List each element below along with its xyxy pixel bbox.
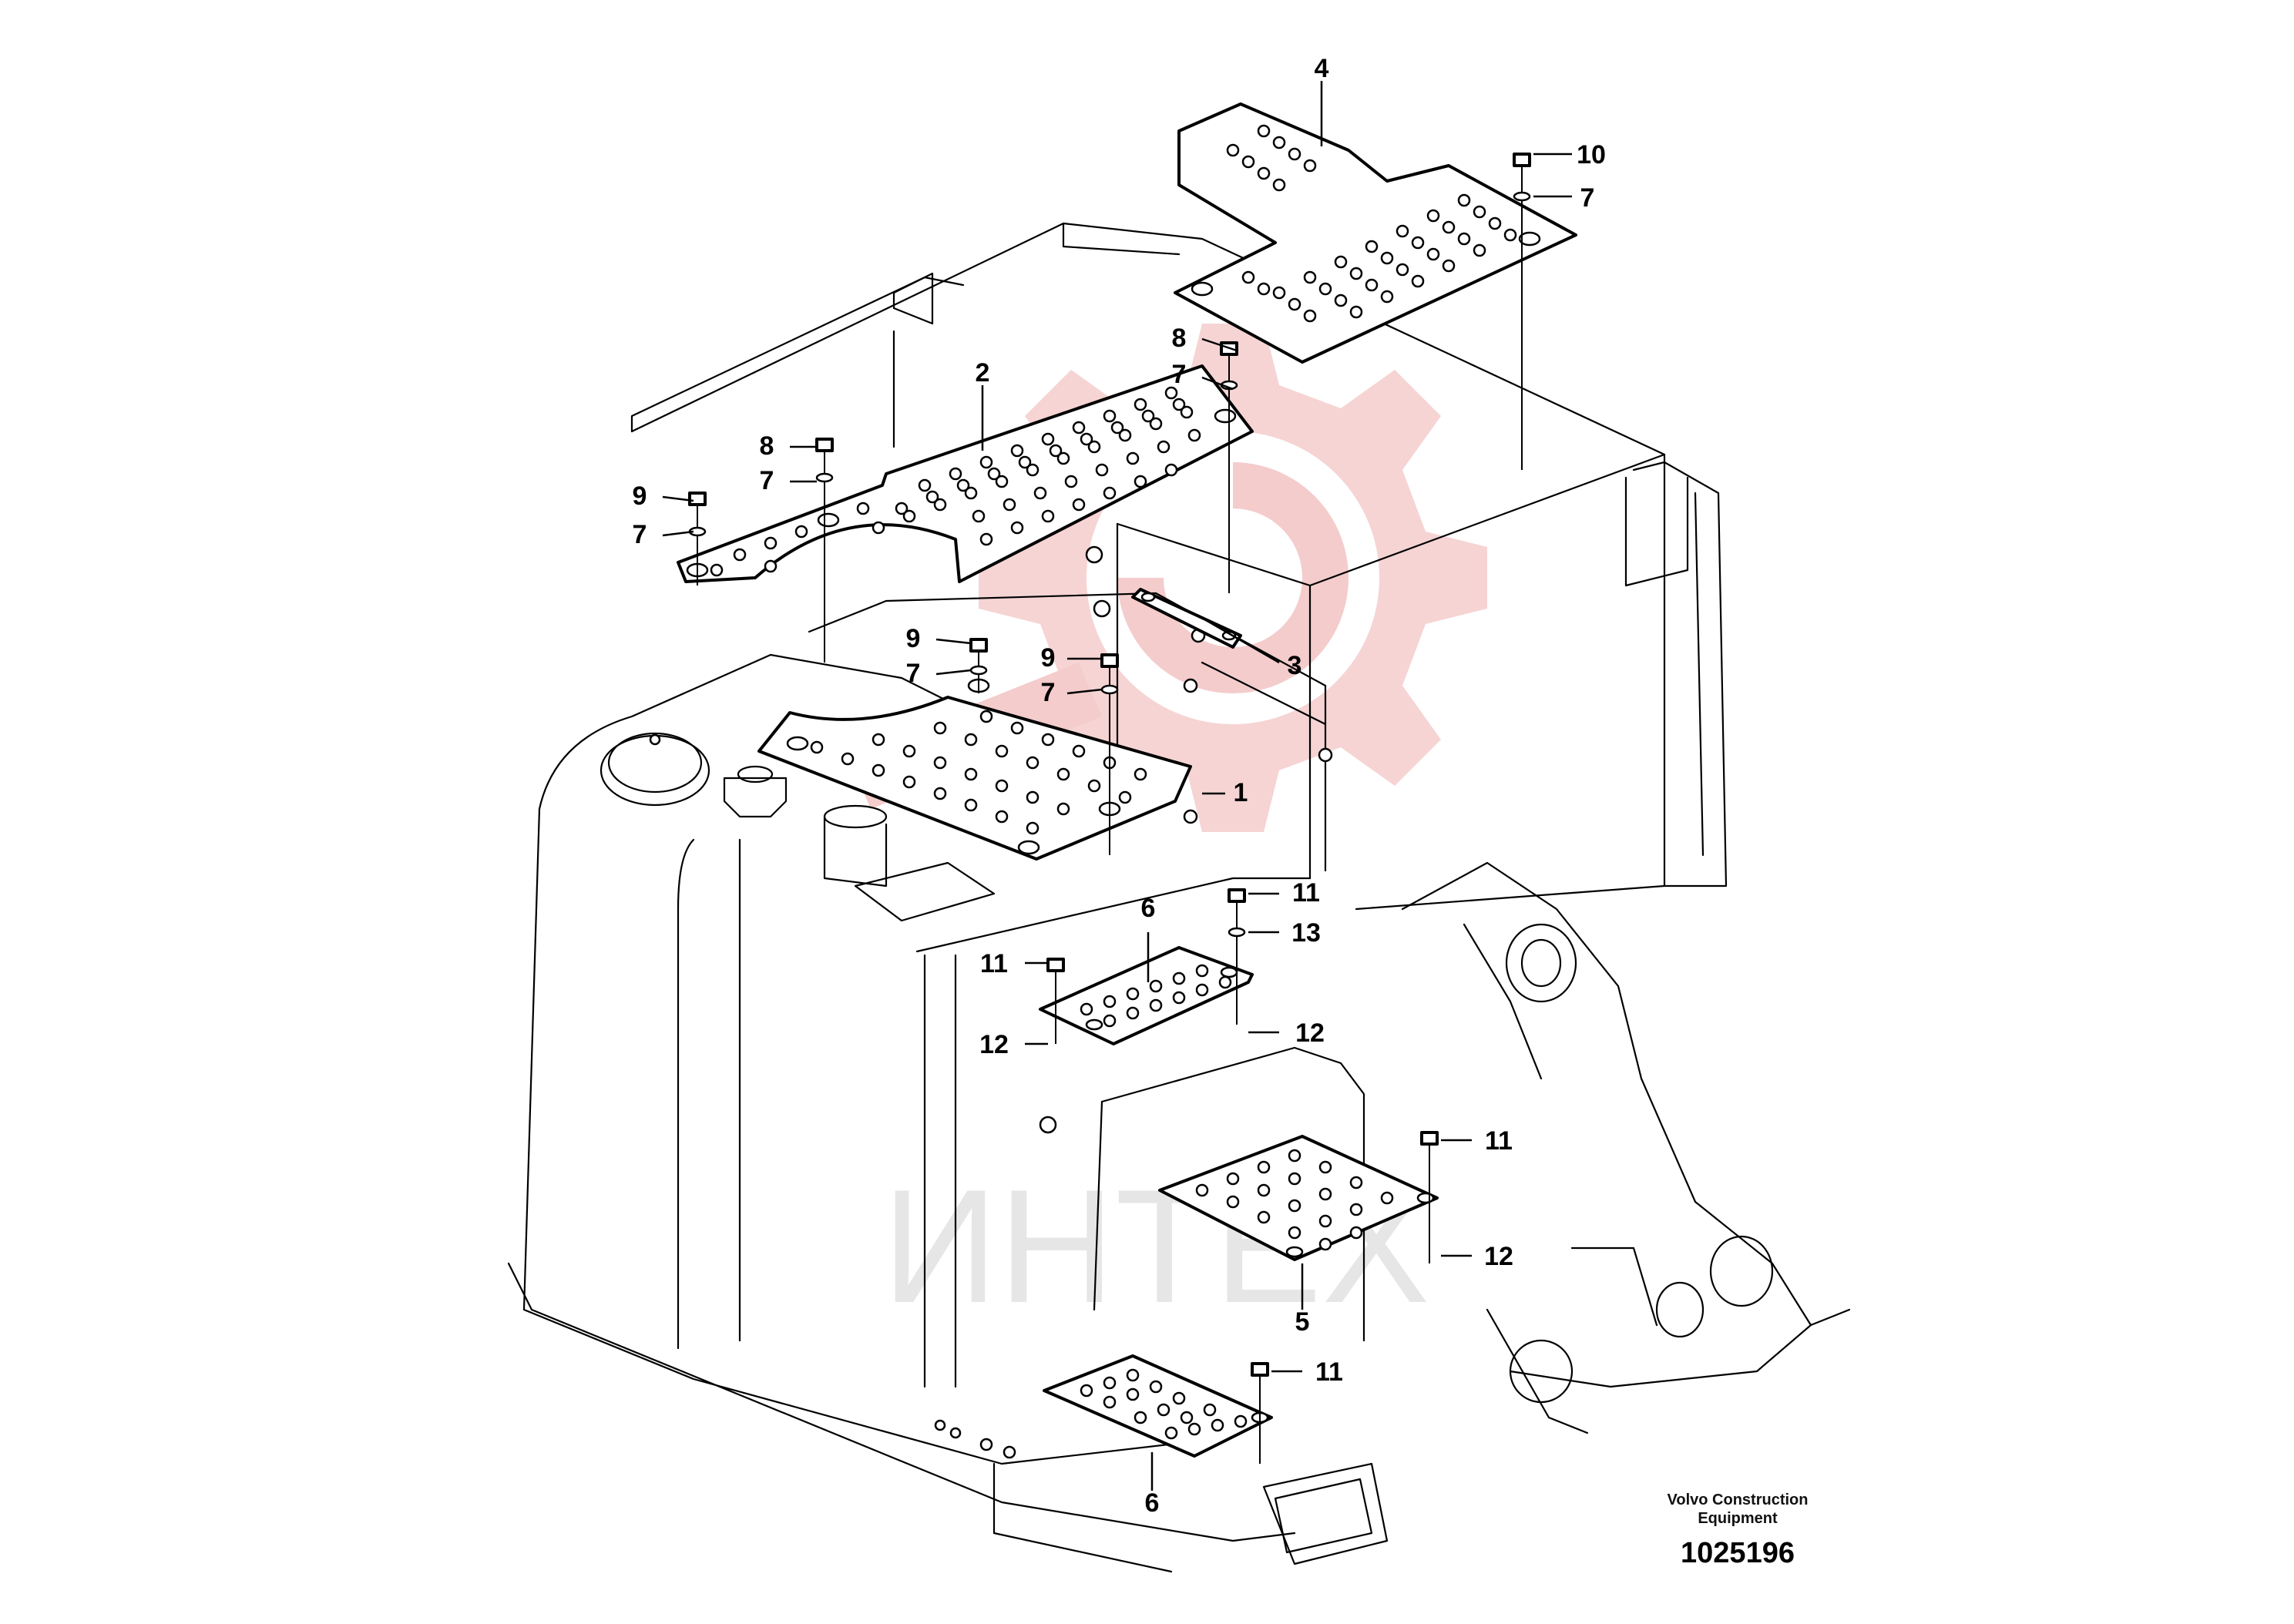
callout-6: 6 bbox=[1145, 1488, 1160, 1518]
callout-1: 1 bbox=[1234, 778, 1248, 807]
leader-lines bbox=[662, 81, 1572, 1491]
part-4-top-plate bbox=[1174, 102, 1577, 364]
callout-13: 13 bbox=[1291, 918, 1321, 948]
callout-12: 12 bbox=[979, 1030, 1009, 1059]
callout-11: 11 bbox=[1315, 1357, 1343, 1387]
callout-9: 9 bbox=[633, 481, 647, 511]
callout-6: 6 bbox=[1141, 894, 1156, 923]
callouts: 4 10 7 8 7 2 8 7 9 7 9 7 9 7 3 1 11 13 6… bbox=[633, 54, 1606, 1518]
part-6-upper-step bbox=[1039, 946, 1254, 1045]
part-5-step-plate bbox=[1158, 1135, 1439, 1261]
callout-8: 8 bbox=[1172, 324, 1187, 353]
manufacturer-line-1: Volvo Construction bbox=[1667, 1491, 1809, 1508]
manufacturer-credit: Volvo Construction Equipment bbox=[1607, 1491, 1869, 1528]
part-1-plate bbox=[757, 678, 1192, 861]
callout-7: 7 bbox=[1172, 360, 1187, 389]
callout-11: 11 bbox=[980, 949, 1008, 978]
callout-3: 3 bbox=[1288, 651, 1302, 680]
callout-9: 9 bbox=[1041, 643, 1056, 673]
callout-7: 7 bbox=[1041, 678, 1056, 707]
callout-10: 10 bbox=[1577, 140, 1606, 169]
callout-4: 4 bbox=[1315, 54, 1329, 83]
callout-2: 2 bbox=[976, 358, 990, 388]
callout-5: 5 bbox=[1295, 1307, 1310, 1337]
callout-12: 12 bbox=[1484, 1242, 1513, 1271]
fasteners bbox=[688, 153, 1531, 1464]
callout-7: 7 bbox=[906, 659, 921, 688]
callout-9: 9 bbox=[906, 624, 921, 653]
callout-12: 12 bbox=[1295, 1018, 1325, 1048]
callout-7: 7 bbox=[633, 520, 647, 549]
manufacturer-line-2: Equipment bbox=[1698, 1510, 1778, 1527]
callout-11: 11 bbox=[1485, 1126, 1513, 1156]
machine-body bbox=[507, 222, 1851, 1573]
part-3-bracket-bar bbox=[1131, 588, 1242, 649]
document-number: 1025196 bbox=[1681, 1537, 1795, 1569]
callout-7: 7 bbox=[1580, 183, 1595, 213]
part-6-lower-step bbox=[1043, 1354, 1273, 1458]
callout-11: 11 bbox=[1292, 878, 1320, 908]
callout-7: 7 bbox=[760, 466, 774, 495]
part-2-long-plate bbox=[677, 364, 1254, 583]
callout-8: 8 bbox=[760, 431, 774, 461]
